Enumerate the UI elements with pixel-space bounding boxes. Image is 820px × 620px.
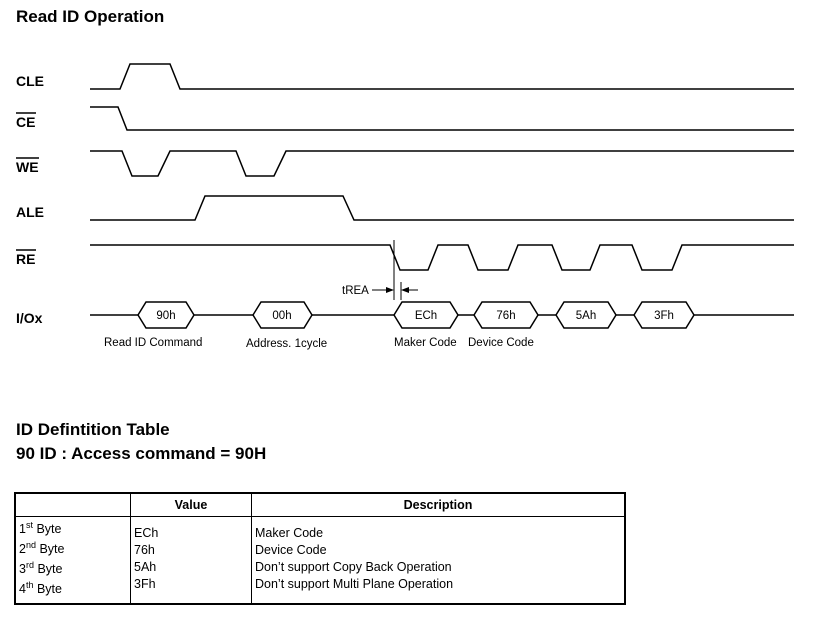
value-cell: 3Fh <box>134 577 156 591</box>
signal-ce-label: CE <box>16 114 35 130</box>
description-cell: Maker Code <box>255 526 324 540</box>
cle-waveform <box>90 63 794 90</box>
trea-arrow-right <box>386 287 394 293</box>
io-cell-00h <box>252 301 313 329</box>
table-header-row: Value Description <box>15 493 625 517</box>
value-cell: 5Ah <box>134 560 157 574</box>
byte-column: 1st Byte 2nd Byte 3rd Byte 4th Byte <box>15 517 131 605</box>
header-cell <box>15 493 131 517</box>
io-cell-5ah <box>555 301 617 329</box>
io-value-label: 90h <box>156 310 175 322</box>
io-cell-90h <box>137 301 195 329</box>
signal-re-label: RE <box>16 251 35 267</box>
read-id-command-label: Read ID Command <box>104 337 202 349</box>
trea-label: tREA <box>342 285 369 297</box>
we-waveform <box>90 150 794 177</box>
signal-io-label: I/Ox <box>16 310 43 326</box>
maker-code-label: Maker Code <box>394 337 457 349</box>
value-cell: 76h <box>134 543 155 557</box>
trea-arrow-left <box>401 287 409 293</box>
table-body-row: 1st Byte 2nd Byte 3rd Byte 4th Byte ECh … <box>15 516 625 605</box>
signal-we-label: WE <box>16 159 39 175</box>
signal-ale-label: ALE <box>16 204 44 220</box>
section-subtitle: 90 ID : Access command = 90H <box>16 444 267 463</box>
ce-waveform <box>90 106 794 131</box>
byte-label: 4th Byte <box>19 580 62 597</box>
io-value-label: 76h <box>496 310 515 322</box>
byte-label: 1st Byte <box>19 520 62 537</box>
section-title: ID Defintition Table <box>16 420 170 439</box>
ale-waveform <box>90 195 794 221</box>
io-value-label: 3Fh <box>654 310 674 322</box>
address-cycle-label: Address. 1cycle <box>246 338 327 350</box>
io-cell-76h <box>473 301 539 329</box>
io-value-label: 00h <box>272 310 291 322</box>
byte-label: 2nd Byte <box>19 540 65 557</box>
io-cell-ech <box>393 301 459 329</box>
io-value-label: ECh <box>415 310 437 322</box>
page-title: Read ID Operation <box>16 7 165 26</box>
id-definition-table: Value Description 1st Byte 2nd Byte 3rd … <box>14 492 626 605</box>
value-column: ECh 76h 5Ah 3Fh <box>130 516 252 604</box>
timing-diagram: tREA CLE CE WE ALE RE I/Ox 90h 00h ECh 7… <box>16 63 794 350</box>
description-column: Maker Code Device Code Don’t support Cop… <box>251 516 625 604</box>
re-waveform <box>90 244 794 271</box>
io-cell-3fh <box>633 301 695 329</box>
signal-cle-label: CLE <box>16 73 44 89</box>
io-value-label: 5Ah <box>576 310 596 322</box>
description-cell: Don’t support Multi Plane Operation <box>255 577 454 591</box>
description-cell: Device Code <box>255 543 327 557</box>
header-cell-value: Value <box>130 493 252 517</box>
header-cell-description: Description <box>251 493 625 517</box>
device-code-label: Device Code <box>468 337 534 349</box>
description-cell: Don’t support Copy Back Operation <box>255 560 452 574</box>
byte-label: 3rd Byte <box>19 560 63 577</box>
value-cell: ECh <box>134 526 159 540</box>
